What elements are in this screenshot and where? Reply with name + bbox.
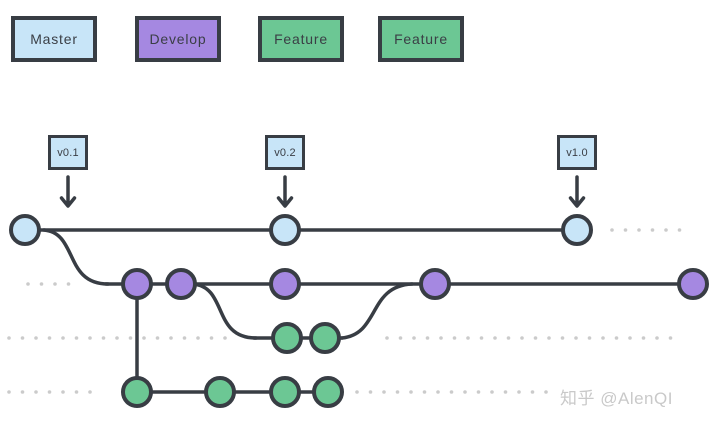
commit-node xyxy=(121,268,153,300)
legend-label: Master xyxy=(30,31,78,47)
dotted-line-develop xyxy=(26,282,71,286)
commit-node xyxy=(309,322,341,354)
branch-feature-a xyxy=(271,322,341,354)
link-feature-a-to-develop-merge xyxy=(340,282,414,340)
branch-master xyxy=(9,214,593,246)
branch-develop xyxy=(121,268,709,300)
link-master-to-develop-branch xyxy=(42,228,110,286)
dotted-line-feature_a xyxy=(7,336,227,340)
commit-node xyxy=(269,268,301,300)
tag-label: v0.2 xyxy=(274,146,296,159)
legend-label: Develop xyxy=(149,31,207,47)
commit-node xyxy=(269,214,301,246)
tag-label: v1.0 xyxy=(566,146,588,159)
legend-item-develop: Develop xyxy=(135,16,221,62)
commit-node xyxy=(121,376,153,408)
commit-node xyxy=(9,214,41,246)
tag-v0.1: v0.1 xyxy=(48,135,88,170)
dotted-line-feature_b xyxy=(7,390,92,394)
tag-v1.0: v1.0 xyxy=(557,135,597,170)
link-develop-to-feature-a-branch xyxy=(191,282,258,340)
tag-arrow-icon xyxy=(568,175,586,208)
legend-item-master: Master xyxy=(11,16,97,62)
legend-item-feature-2: Feature xyxy=(378,16,464,62)
branch-feature-b xyxy=(121,376,344,408)
commit-node xyxy=(561,214,593,246)
legend-item-feature-1: Feature xyxy=(258,16,344,62)
tag-v0.2: v0.2 xyxy=(265,135,305,170)
tag-arrow-icon xyxy=(276,175,294,208)
dotted-line-feature_a xyxy=(385,336,673,340)
commit-node xyxy=(677,268,709,300)
dotted-line-feature_b xyxy=(355,390,548,394)
commit-node xyxy=(204,376,236,408)
tag-label: v0.1 xyxy=(57,146,79,159)
legend-label: Feature xyxy=(274,31,328,47)
commit-node xyxy=(312,376,344,408)
commit-node xyxy=(269,376,301,408)
tag-arrow-icon xyxy=(59,175,77,208)
legend-label: Feature xyxy=(394,31,448,47)
commit-node xyxy=(271,322,303,354)
commit-node xyxy=(419,268,451,300)
watermark: 知乎 @AlenQI xyxy=(560,389,673,408)
commit-node xyxy=(165,268,197,300)
dotted-line-master xyxy=(610,228,682,232)
